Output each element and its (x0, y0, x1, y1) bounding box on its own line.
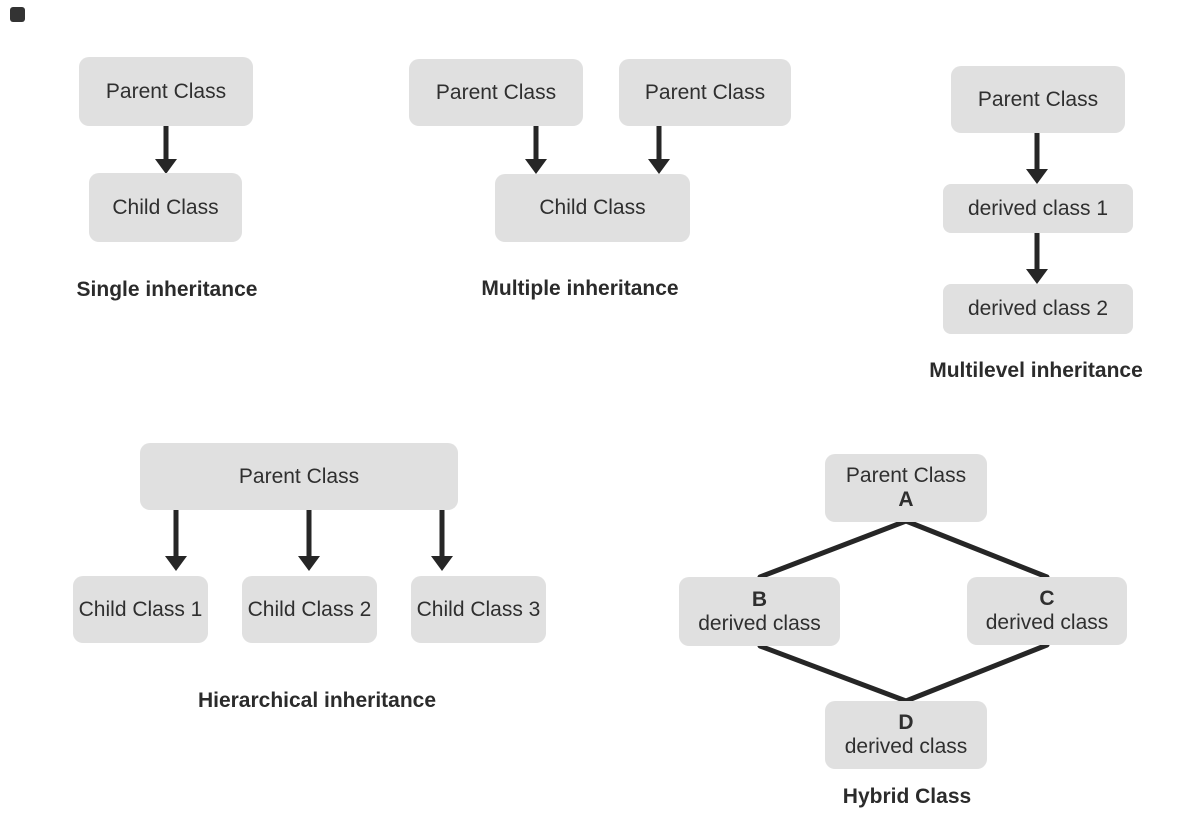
box-label: Parent Class (105, 79, 227, 103)
down-arrow-icon (648, 126, 670, 174)
box-label: Child Class 2 (247, 597, 372, 621)
box-label: Child Class 3 (416, 597, 541, 621)
hybrid-derived-b-box: B derived class (679, 577, 840, 646)
box-class-id: A (898, 488, 914, 511)
multiple-parent1-box: Parent Class (409, 59, 583, 126)
hybrid-class-caption: Hybrid Class (842, 785, 972, 808)
box-class-id: C (1039, 587, 1055, 610)
connector-line (757, 518, 909, 580)
down-arrow-icon (165, 510, 187, 571)
box-class-id: B (751, 587, 768, 611)
multiple-child-box: Child Class (495, 174, 690, 242)
box-label: derived class (985, 611, 1109, 634)
hierarchical-child1-box: Child Class 1 (73, 576, 208, 643)
hierarchical-inheritance-caption: Hierarchical inheritance (197, 689, 437, 712)
multilevel-derived2-box: derived class 2 (943, 284, 1133, 334)
hybrid-derived-d-box: D derived class (825, 701, 987, 769)
box-label: Parent Class (238, 464, 360, 488)
box-label: derived class (698, 611, 821, 635)
multilevel-inheritance-caption: Multilevel inheritance (929, 359, 1143, 382)
hierarchical-child3-box: Child Class 3 (411, 576, 546, 643)
box-label: Child Class (539, 196, 646, 219)
box-label: Child Class (112, 195, 219, 219)
single-child-box: Child Class (89, 173, 242, 242)
box-label: derived class (844, 735, 968, 758)
box-label: Parent Class (435, 80, 557, 104)
connector-line (903, 518, 1050, 580)
box-label: Parent Class (977, 87, 1099, 111)
single-inheritance-caption: Single inheritance (76, 278, 258, 301)
multilevel-parent-box: Parent Class (951, 66, 1125, 133)
multiple-inheritance-caption: Multiple inheritance (481, 277, 679, 300)
down-arrow-icon (155, 126, 177, 174)
hierarchical-child2-box: Child Class 2 (242, 576, 377, 643)
multilevel-derived1-box: derived class 1 (943, 184, 1133, 233)
hybrid-derived-c-box: C derived class (967, 577, 1127, 645)
connector-line (757, 643, 909, 704)
corner-marker (10, 7, 25, 22)
single-parent-box: Parent Class (79, 57, 253, 126)
connector-line (903, 642, 1050, 704)
down-arrow-icon (298, 510, 320, 571)
box-label: Parent Class (845, 464, 967, 487)
box-label: Child Class 1 (78, 597, 203, 621)
box-label: derived class 1 (967, 196, 1109, 220)
hybrid-parent-a-box: Parent Class A (825, 454, 987, 522)
box-label: derived class 2 (967, 297, 1109, 320)
multiple-parent2-box: Parent Class (619, 59, 791, 126)
down-arrow-icon (1026, 233, 1048, 284)
down-arrow-icon (525, 126, 547, 174)
down-arrow-icon (1026, 133, 1048, 184)
down-arrow-icon (431, 510, 453, 571)
box-class-id: D (898, 711, 914, 734)
box-label: Parent Class (644, 80, 766, 104)
hierarchical-parent-box: Parent Class (140, 443, 458, 510)
